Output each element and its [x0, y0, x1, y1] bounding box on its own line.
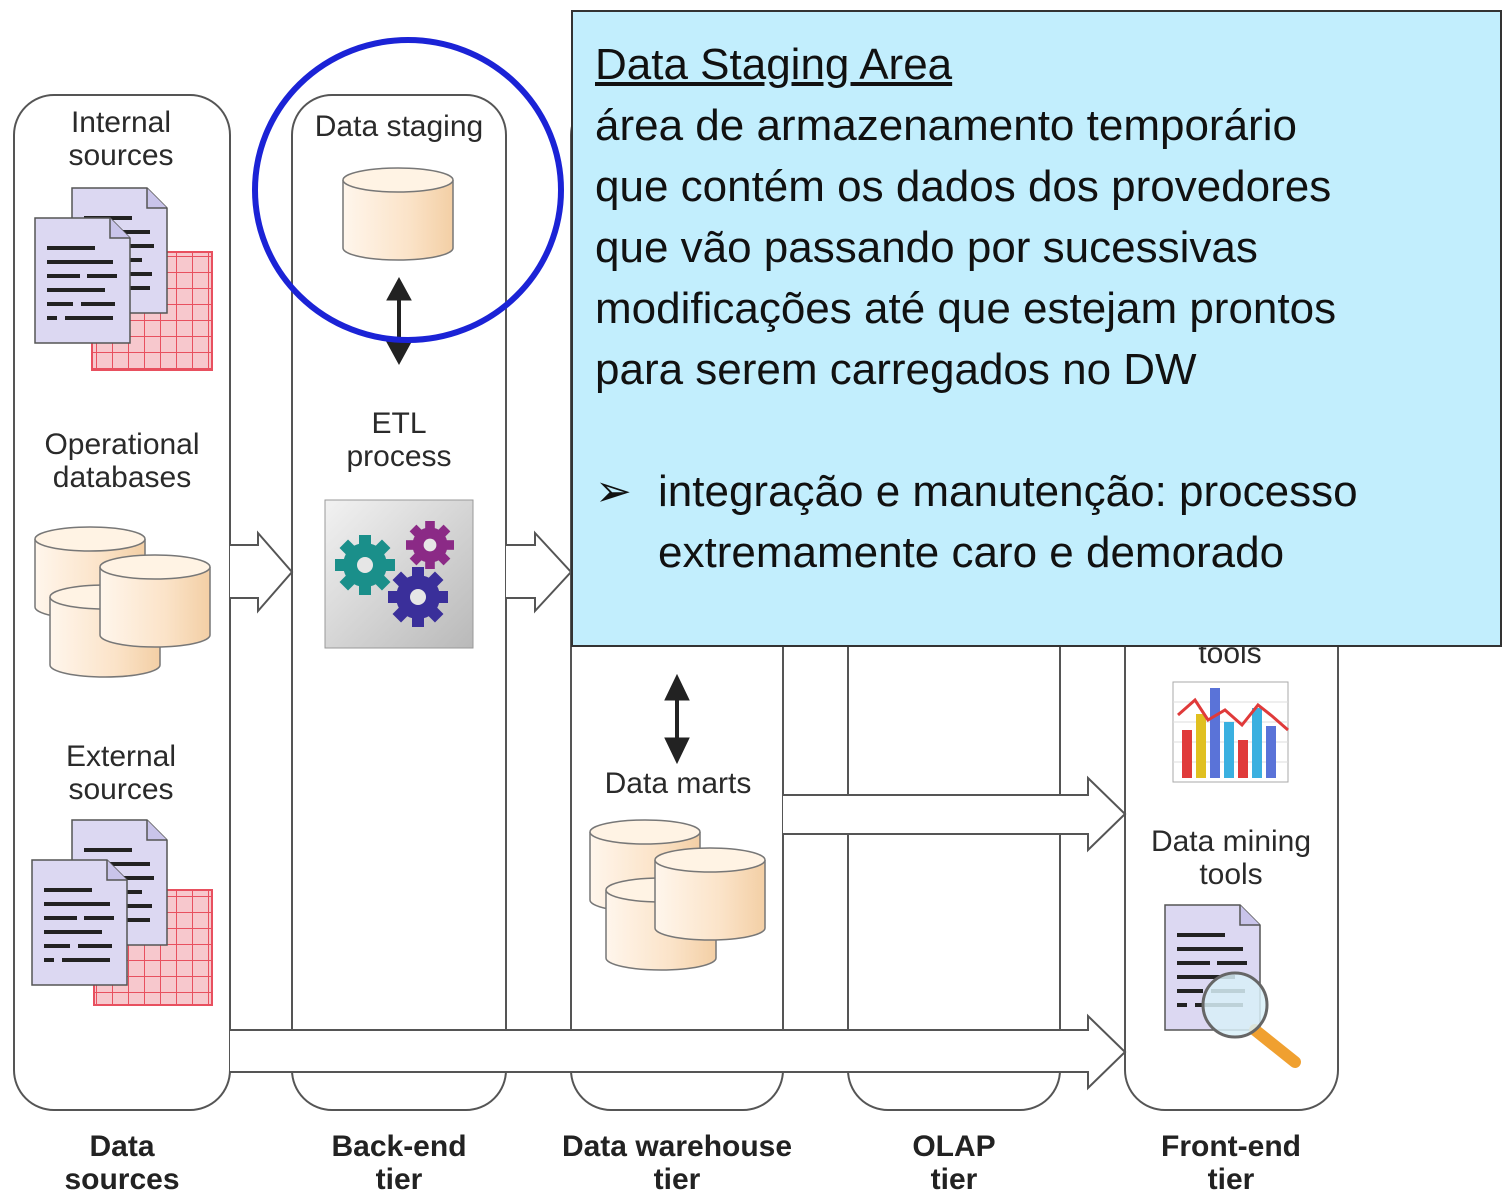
callout-bullet: ➢ integração e manutenção: processo extr… [595, 461, 1500, 583]
data-mining-tools-label: Data mining tools [1150, 825, 1312, 891]
staging-database-icon [342, 167, 454, 261]
callout-body-line: modificações até que estejam prontos [595, 284, 1337, 333]
warehouse-datamarts-double-arrow [664, 673, 690, 765]
etl-gears-icon [324, 499, 474, 649]
callout-body-line: para serem carregados no DW [595, 345, 1197, 394]
tier-caption-line1: Data warehouse [561, 1130, 793, 1163]
external-sources-icon [30, 818, 213, 1006]
callout-body-line: área de armazenamento temporário [595, 101, 1297, 150]
warehouse-to-frontend-arrow [783, 775, 1127, 853]
data-marts-label: Data marts [604, 767, 752, 800]
tier-caption-line1: Data [89, 1130, 155, 1163]
internal-sources-icon [33, 186, 213, 371]
tier-caption-backend: Back-end tier [299, 1130, 499, 1196]
tier-caption-line1: Back-end [331, 1130, 467, 1163]
data-marts-icon [589, 819, 766, 971]
tier-caption-line2: tier [653, 1163, 701, 1196]
etl-process-label: ETL process [346, 407, 452, 473]
etl-to-warehouse-arrow [506, 530, 573, 614]
bullet-arrow-icon: ➢ [595, 467, 632, 516]
callout-body-line: que vão passando por sucessivas [595, 223, 1258, 272]
tier-caption-line2: tier [930, 1163, 978, 1196]
tier-caption-olap: OLAP tier [854, 1130, 1054, 1196]
staging-area-callout: Data Staging Area área de armazenamento … [571, 10, 1502, 647]
reporting-chart-icon [1172, 681, 1289, 783]
tier-caption-line2: tier [1207, 1163, 1255, 1196]
callout-bullet-line: integração e manutenção: processo [658, 467, 1358, 516]
callout-body: área de armazenamento temporário que con… [595, 95, 1500, 400]
callout-bullet-text: integração e manutenção: processo extrem… [658, 461, 1358, 583]
tier-caption-frontend: Front-end tier [1131, 1130, 1331, 1196]
tier-caption-data-sources: Data sources [22, 1130, 222, 1196]
tier-caption-line1: Front-end [1161, 1130, 1301, 1163]
external-sources-label: External sources [65, 740, 177, 806]
tier-caption-warehouse: Data warehouse tier [527, 1130, 827, 1196]
bottom-flow-arrow [230, 1013, 1127, 1091]
backend-tier-panel [291, 94, 507, 1111]
callout-body-line: que contém os dados dos provedores [595, 162, 1332, 211]
operational-databases-label: Operational databases [44, 428, 200, 494]
data-mining-icon [1163, 903, 1301, 1068]
highlight-circle [252, 37, 564, 343]
callout-bullet-line: extremamente caro e demorado [658, 528, 1285, 577]
callout-title: Data Staging Area [595, 40, 953, 89]
tier-caption-line1: OLAP [912, 1130, 996, 1163]
operational-databases-icon [34, 526, 211, 678]
data-sources-panel [13, 94, 231, 1111]
data-staging-label: Data staging [314, 110, 484, 143]
staging-etl-double-arrow [386, 276, 412, 366]
internal-sources-label: Internal sources [68, 106, 174, 172]
tier-caption-line2: tier [375, 1163, 423, 1196]
sources-to-etl-arrow [230, 530, 294, 614]
tier-caption-line2: sources [64, 1163, 180, 1196]
